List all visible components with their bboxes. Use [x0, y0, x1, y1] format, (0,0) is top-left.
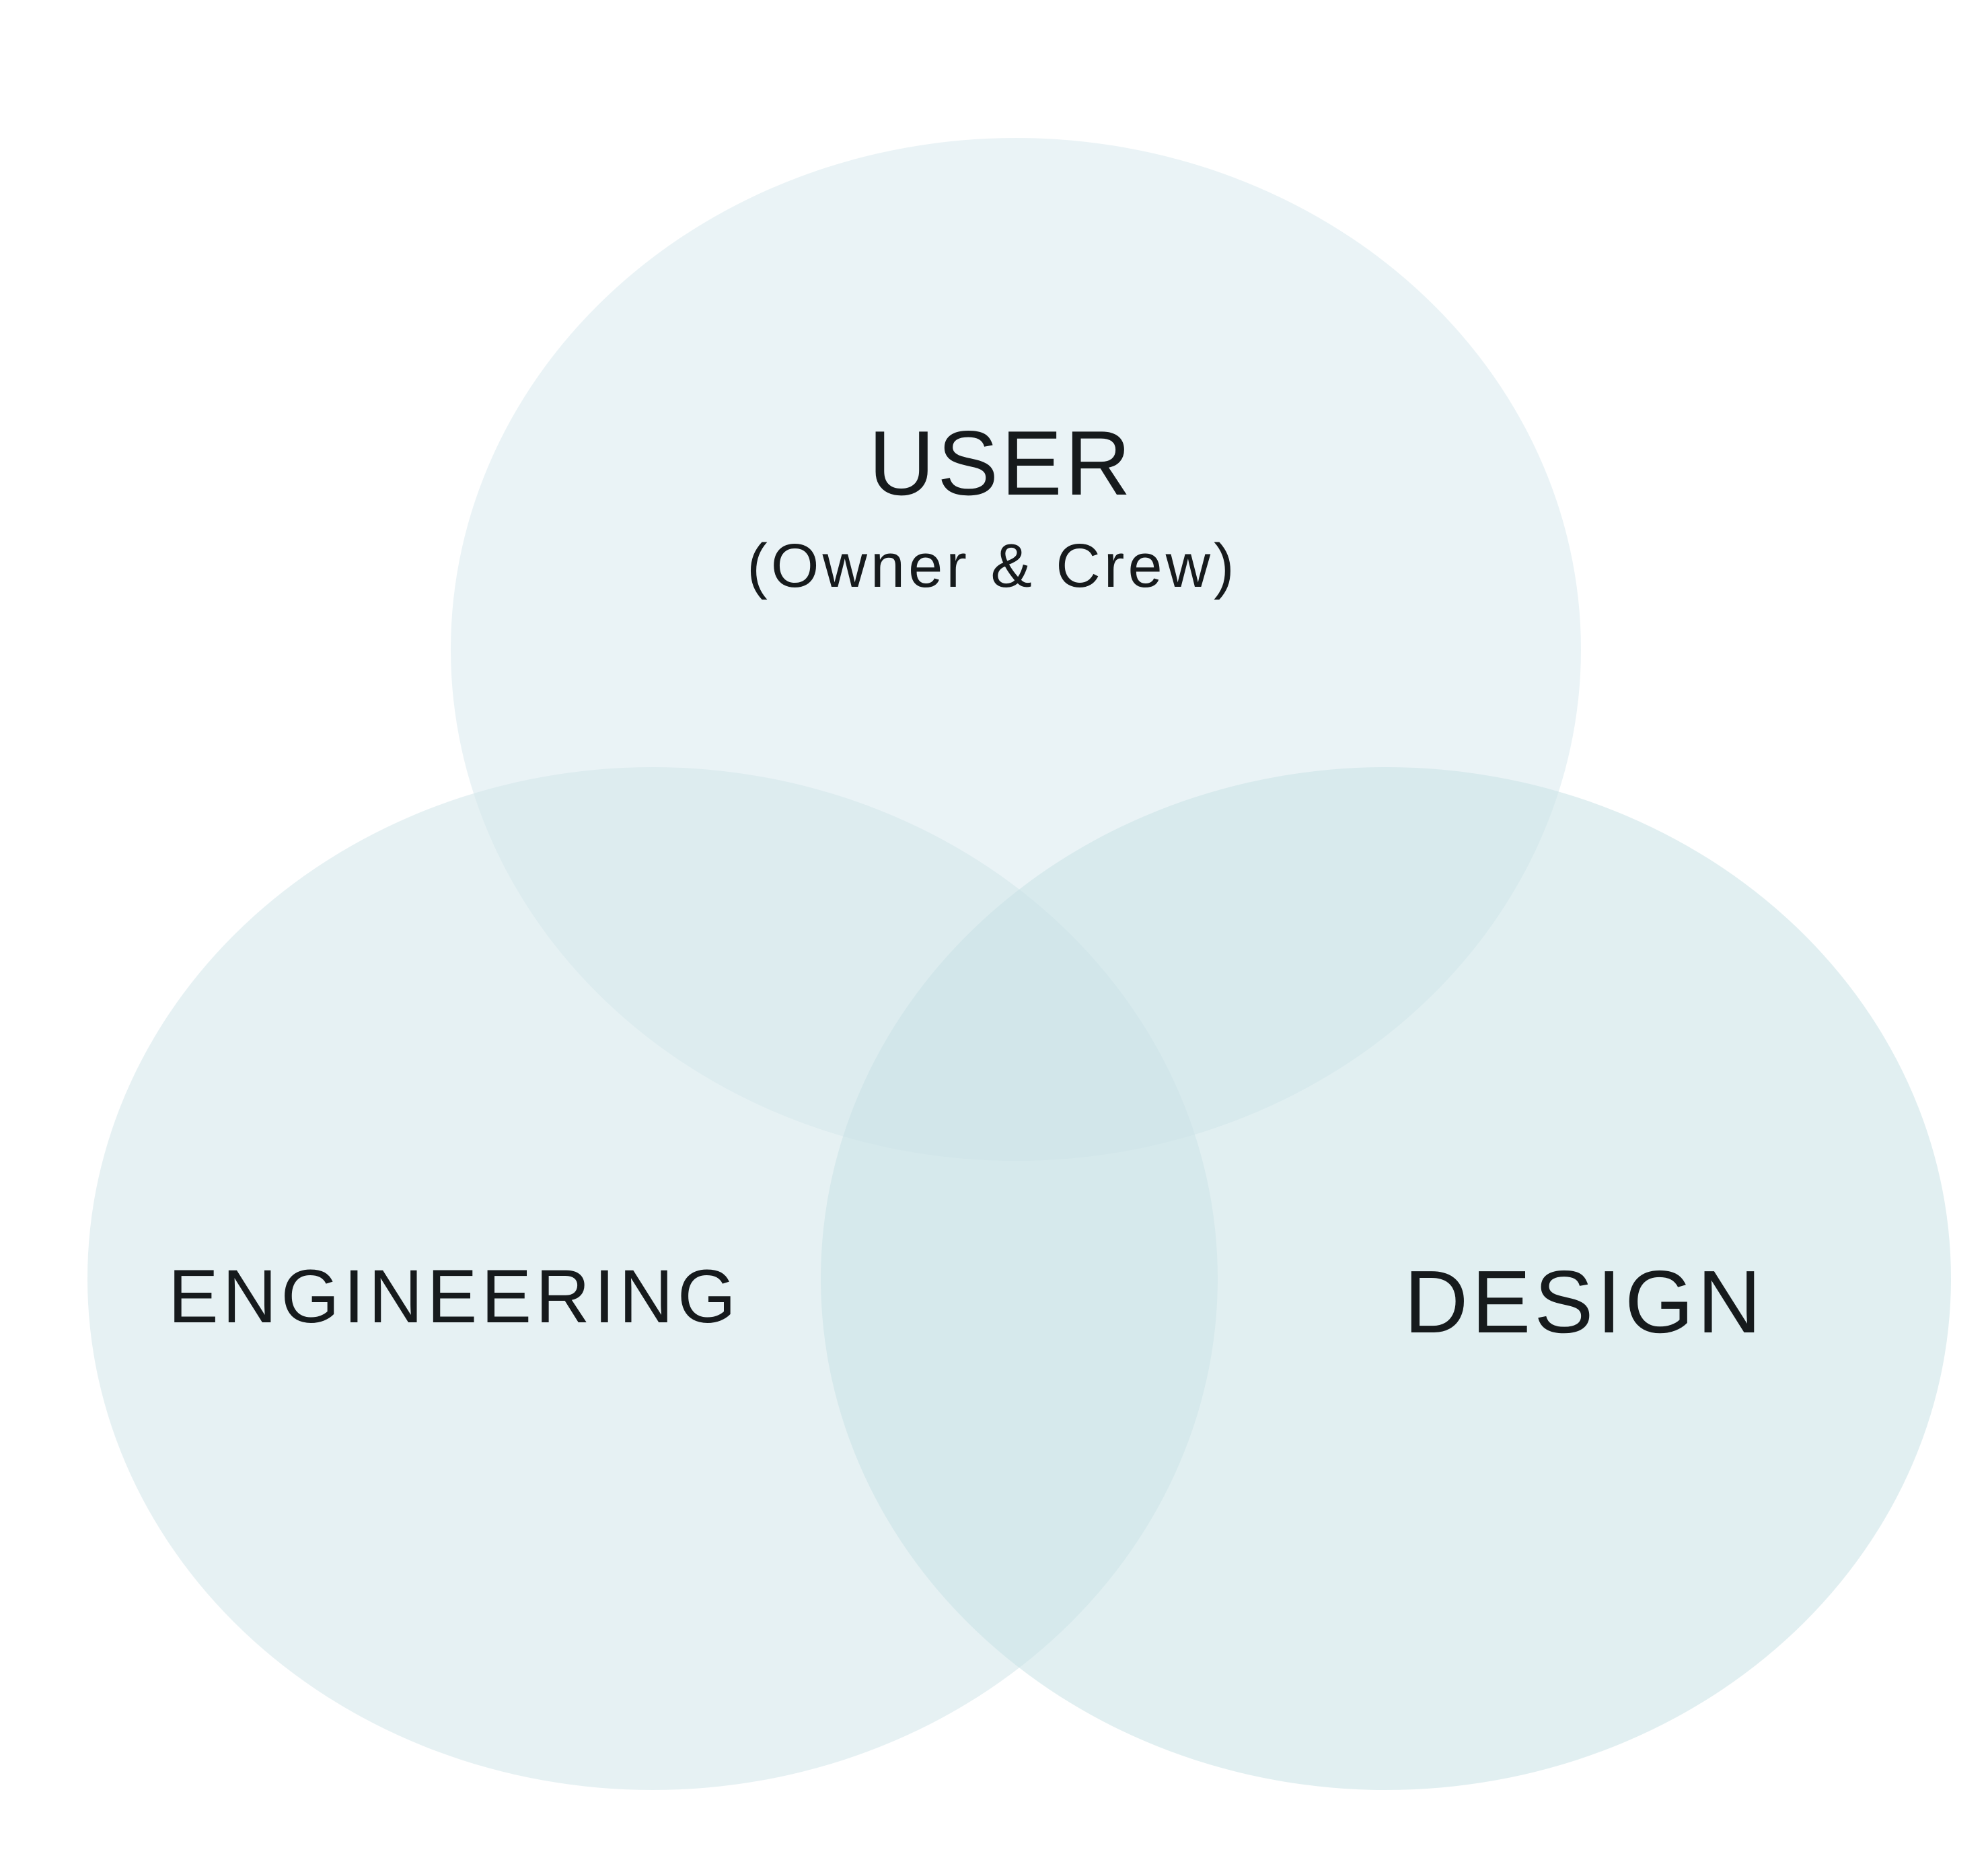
engineering-label: ENGINEERING — [168, 1254, 740, 1338]
design-label: DESIGN — [1404, 1252, 1765, 1351]
user-label: USER — [869, 412, 1134, 514]
user-sublabel: (Owner & Crew) — [747, 532, 1237, 600]
design-circle — [821, 767, 1951, 1790]
